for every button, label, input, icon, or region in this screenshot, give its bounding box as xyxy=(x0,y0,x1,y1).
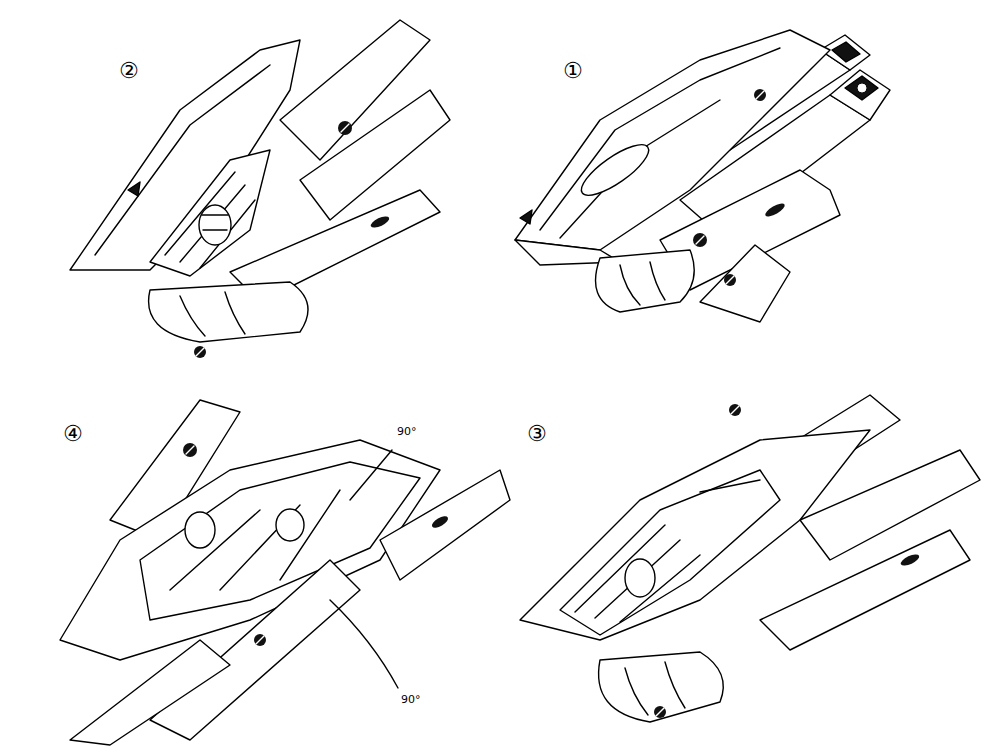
line-art xyxy=(560,470,780,635)
line-art xyxy=(199,205,231,245)
line-art xyxy=(202,215,228,230)
line-art xyxy=(654,706,666,718)
line-art xyxy=(625,559,655,597)
line-art xyxy=(350,450,392,500)
line-art xyxy=(194,346,206,358)
line-art xyxy=(731,406,739,414)
line-art xyxy=(338,121,352,135)
panel-four xyxy=(60,400,510,745)
angle-label: 90° xyxy=(396,426,418,437)
line-art xyxy=(832,42,860,62)
angle-label: 90° xyxy=(400,694,422,705)
line-art xyxy=(150,560,360,740)
line-art xyxy=(696,236,704,244)
line-art xyxy=(430,514,450,530)
line-art xyxy=(760,530,970,650)
panel-one xyxy=(515,30,890,322)
panel-number: ② xyxy=(118,60,140,82)
line-art xyxy=(680,95,870,235)
line-art xyxy=(128,182,140,196)
line-art xyxy=(256,636,264,644)
line-art xyxy=(830,70,890,120)
line-art xyxy=(60,440,440,660)
panel-three xyxy=(520,395,980,722)
line-art xyxy=(625,662,685,715)
panel-number: ④ xyxy=(62,423,84,445)
line-art xyxy=(845,76,878,100)
line-art xyxy=(756,91,764,99)
line-art xyxy=(693,233,707,247)
line-art xyxy=(380,470,510,580)
line-art xyxy=(149,282,308,342)
panel-number: ① xyxy=(562,60,584,82)
line-art xyxy=(763,201,786,219)
line-art xyxy=(183,443,197,457)
line-art xyxy=(341,124,349,132)
line-art xyxy=(754,89,766,101)
line-art xyxy=(165,172,255,268)
line-art xyxy=(560,100,720,238)
line-art xyxy=(596,250,695,312)
line-art xyxy=(858,84,866,92)
line-art xyxy=(196,348,204,356)
line-art xyxy=(140,462,420,620)
line-art xyxy=(575,136,655,203)
line-art xyxy=(726,276,734,284)
line-art xyxy=(369,214,391,230)
line-art xyxy=(254,634,266,646)
line-art xyxy=(186,446,194,454)
line-art xyxy=(330,600,398,688)
line-art xyxy=(656,708,664,716)
line-art xyxy=(70,640,230,745)
line-art xyxy=(520,210,532,224)
line-art xyxy=(276,509,304,541)
line-art xyxy=(150,150,270,276)
panel-two xyxy=(70,20,450,358)
line-art xyxy=(575,480,760,622)
line-art xyxy=(180,292,245,336)
line-art xyxy=(724,274,736,286)
line-art xyxy=(620,262,665,305)
panel-number: ③ xyxy=(526,423,548,445)
line-art xyxy=(899,552,921,568)
line-art xyxy=(185,512,215,548)
line-art xyxy=(700,245,790,322)
line-art xyxy=(729,404,741,416)
line-art xyxy=(599,652,724,722)
